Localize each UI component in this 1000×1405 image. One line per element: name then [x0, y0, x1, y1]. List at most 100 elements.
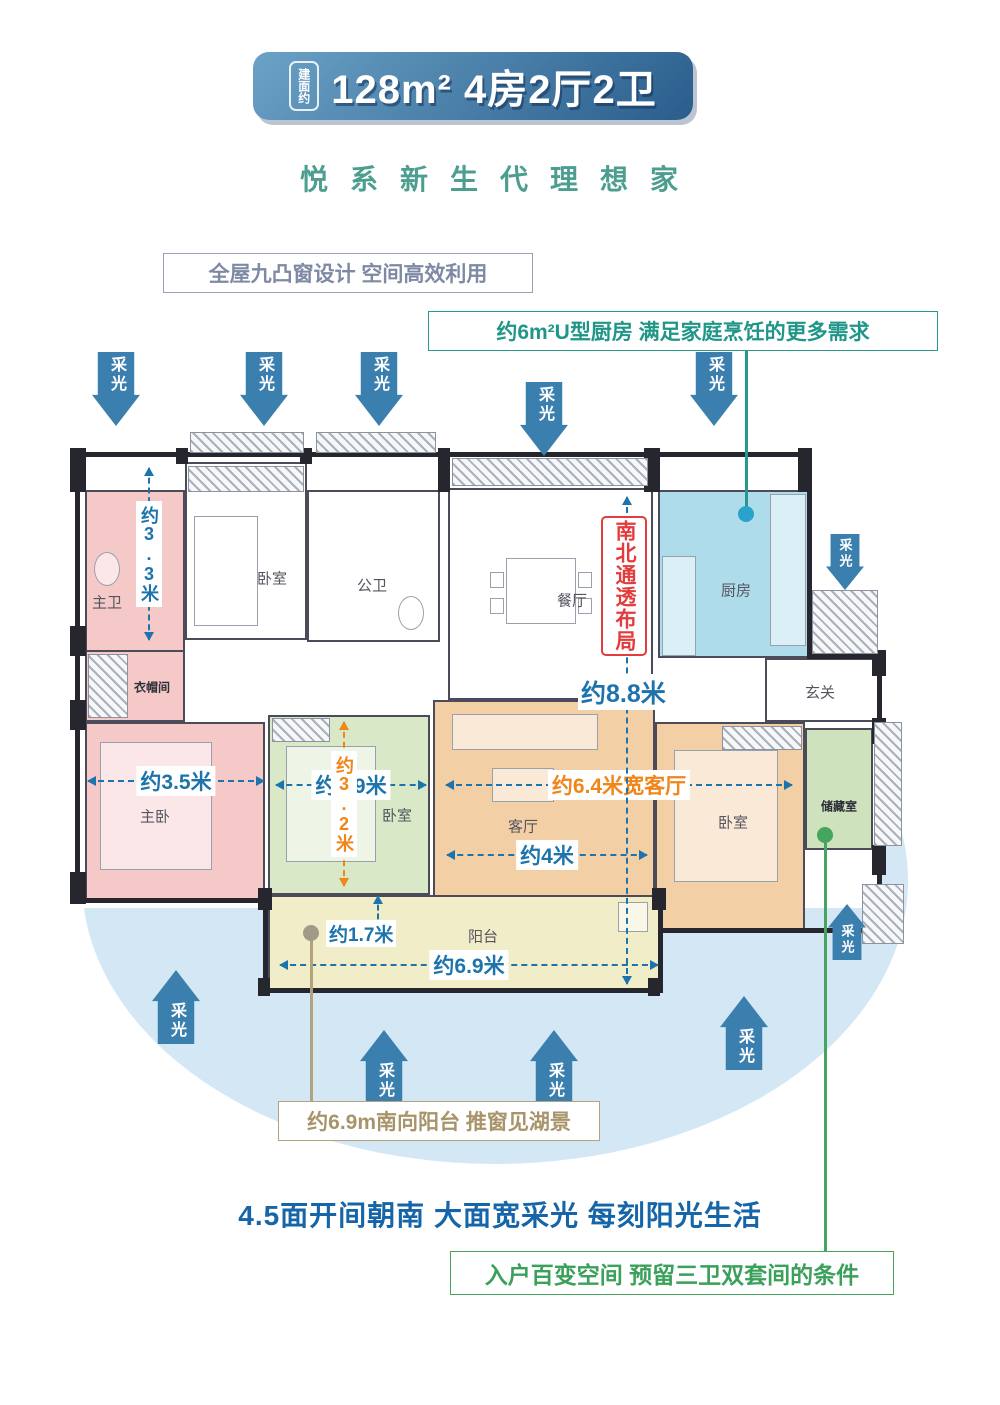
pier — [872, 845, 886, 875]
balcony-callout-dot — [303, 925, 319, 941]
pier — [798, 448, 812, 492]
wardrobe-hatch — [188, 466, 304, 492]
dim-label: 约4米 — [516, 840, 578, 870]
furniture-toilet — [94, 552, 120, 586]
furniture-bed-master — [100, 742, 212, 870]
furniture-chair — [490, 598, 504, 614]
room-label-bedroom-c: 卧室 — [717, 814, 749, 832]
wardrobe-hatch — [722, 726, 802, 750]
wall-bottom-left — [75, 898, 267, 903]
daylight-arrow-top-5: 采光 — [690, 352, 738, 426]
bay-window-hatch — [812, 590, 878, 654]
daylight-label: 采光 — [706, 356, 723, 394]
page-title: 128m² 4房2厅2卫 — [331, 68, 657, 112]
bay-window-hatch — [452, 458, 648, 486]
daylight-label: 采光 — [108, 356, 125, 394]
dim-label-overall-depth: 约8.8米 — [578, 674, 669, 710]
dim-label-balcony-depth: 约1.7米 — [326, 920, 397, 947]
dim-label: 约3.2米 — [331, 751, 357, 857]
callout-kitchen: 约6m²U型厨房 满足家庭烹饪的更多需求 — [428, 311, 938, 351]
wall-foyer-top — [807, 654, 882, 659]
room-label-balcony: 阳台 — [467, 928, 499, 946]
room-label-bedroom-b: 卧室 — [381, 807, 413, 825]
dim-living-width: 约6.4米宽客厅 — [445, 770, 793, 800]
pier — [872, 650, 886, 676]
wall-kitchen-right — [807, 452, 812, 658]
daylight-arrow-top-4: 采光 — [520, 382, 568, 456]
daylight-arrow-top-3: 采光 — [355, 352, 403, 426]
furniture-dining-table — [506, 558, 576, 624]
room-label-cloakroom: 衣帽间 — [133, 680, 171, 695]
furniture-kitchen-counter — [662, 556, 696, 656]
daylight-label: 采光 — [168, 1002, 185, 1040]
wall-left — [75, 452, 80, 902]
daylight-arrow-top-1: 采光 — [92, 352, 140, 426]
kitchen-callout-dot — [738, 506, 754, 522]
bay-window-hatch — [190, 432, 304, 453]
wall-balcony-right — [658, 898, 663, 993]
pier — [70, 872, 86, 904]
furniture-chair — [578, 572, 592, 588]
kitchen-callout-line — [745, 351, 748, 511]
daylight-label: 采光 — [736, 1028, 753, 1066]
area-badge: 建面约 — [289, 61, 320, 111]
furniture-bed — [194, 516, 258, 626]
daylight-arrow-top-2: 采光 — [240, 352, 288, 426]
balcony-callout-line — [310, 940, 313, 1103]
room-label-master-bath: 主卫 — [91, 594, 123, 612]
dim-overall-depth — [622, 496, 632, 985]
daylight-label: 采光 — [256, 356, 273, 394]
callout-entry: 入户百变空间 预留三卫双套间的条件 — [450, 1251, 894, 1295]
daylight-label: 采光 — [376, 1062, 393, 1100]
furniture-kitchen-counter — [770, 494, 806, 646]
pier — [258, 888, 272, 910]
pier — [70, 626, 86, 656]
wall-balcony-bottom — [263, 988, 663, 993]
wardrobe-hatch — [88, 654, 128, 718]
bay-window-hatch — [316, 432, 436, 453]
room-label-public-bath: 公卫 — [356, 577, 388, 595]
furniture-toilet — [398, 596, 424, 630]
pier — [648, 978, 660, 996]
wardrobe-hatch — [272, 718, 330, 742]
pier — [70, 700, 86, 730]
room-label-storage: 储藏室 — [820, 799, 858, 814]
pier — [176, 448, 188, 464]
room-label-master-bedroom: 主卧 — [139, 808, 171, 826]
room-storage — [805, 728, 873, 850]
wall-bottom-right — [658, 928, 882, 933]
daylight-label: 采光 — [546, 1062, 563, 1100]
entry-callout-line — [824, 840, 827, 1253]
entry-callout-dot — [817, 827, 833, 843]
dim-bedroom-b-depth: 约3.2米 — [331, 721, 357, 887]
room-label-foyer: 玄关 — [804, 684, 836, 702]
daylight-arrow-bottom-3: 采光 — [530, 1030, 578, 1104]
bay-window-hatch — [874, 722, 902, 846]
furniture-bed — [674, 750, 778, 882]
dim-label: 约6.4米宽客厅 — [547, 770, 691, 800]
callout-balcony: 约6.9m南向阳台 推窗见湖景 — [278, 1101, 600, 1141]
dim-label: 约6.9米 — [429, 950, 509, 980]
bay-window-hatch — [862, 884, 904, 944]
room-label-kitchen: 厨房 — [720, 582, 752, 600]
dim-label: 约3.3米 — [136, 501, 162, 607]
furniture-washer — [618, 902, 648, 932]
callout-north-south: 南北通透布局 — [601, 516, 647, 656]
dim-label: 约3.5米 — [136, 766, 216, 796]
furniture-sofa — [452, 714, 598, 750]
daylight-label: 采光 — [837, 538, 853, 570]
room-foyer — [765, 658, 880, 722]
dim-master-width: 约3.5米 — [87, 766, 265, 796]
pier — [438, 448, 450, 492]
pier — [652, 888, 666, 910]
south-facing-text: 4.5面开间朝南 大面宽采光 每刻阳光生活 — [238, 1200, 762, 1231]
dim-living-span: 约4米 — [446, 840, 648, 870]
pier — [258, 978, 270, 996]
pier — [644, 448, 660, 492]
room-label-dining: 餐厅 — [556, 592, 588, 610]
room-label-living: 客厅 — [507, 818, 539, 836]
subtitle: 悦系新生代理想家 — [299, 164, 700, 195]
daylight-label: 采光 — [839, 924, 855, 956]
callout-bay-window: 全屋九凸窗设计 空间高效利用 — [163, 253, 533, 293]
